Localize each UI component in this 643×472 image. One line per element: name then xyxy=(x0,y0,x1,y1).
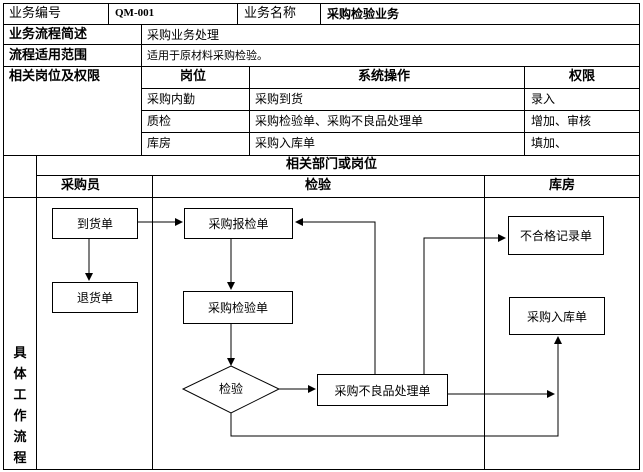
grid-line xyxy=(249,66,250,156)
col-header-position: 岗位 xyxy=(180,69,207,84)
grid-line xyxy=(3,66,640,67)
arrow-defect-to-record xyxy=(423,234,506,374)
lane-inspection: 检验 xyxy=(305,178,332,193)
business-code-label: 业务编号 xyxy=(9,6,62,21)
grid-line xyxy=(141,88,640,89)
role-position: 库房 xyxy=(147,136,172,150)
role-permission: 增加、审核 xyxy=(531,114,592,128)
process-summary-label: 业务流程简述 xyxy=(9,27,88,42)
node-warehouse-receipt: 采购入库单 xyxy=(509,297,605,335)
grid-line xyxy=(141,110,640,111)
arrow-defect-to-request xyxy=(295,218,376,374)
role-operation: 采购到货 xyxy=(255,92,304,106)
scope-value: 适用于原材料采购检验。 xyxy=(147,49,268,62)
grid-line xyxy=(484,175,485,470)
node-arrival: 到货单 xyxy=(52,208,138,239)
arrow-decision-to-receipt xyxy=(230,336,562,437)
work-flow-side-label: 具 体 工 作 流 程 xyxy=(13,346,27,466)
lane-warehouse: 库房 xyxy=(549,178,576,193)
role-position: 采购内勤 xyxy=(147,92,196,106)
grid-line xyxy=(3,3,640,4)
role-permission: 填加、 xyxy=(531,136,568,150)
node-decision-label: 检验 xyxy=(219,382,244,396)
grid-line xyxy=(3,155,640,156)
node-inspection-form: 采购检验单 xyxy=(183,291,293,324)
business-name-value: 采购检验业务 xyxy=(327,7,400,21)
grid-line xyxy=(36,175,640,176)
col-header-operation: 系统操作 xyxy=(358,69,411,84)
role-position: 质检 xyxy=(147,114,172,128)
role-operation: 采购入库单 xyxy=(255,136,316,150)
grid-line xyxy=(152,175,153,470)
grid-line xyxy=(524,66,525,156)
lane-purchaser: 采购员 xyxy=(61,178,101,193)
grid-line xyxy=(639,3,640,470)
node-inspection-request: 采购报检单 xyxy=(184,208,293,239)
node-defect-handling: 采购不良品处理单 xyxy=(317,374,448,406)
grid-line xyxy=(141,24,142,156)
grid-line xyxy=(3,197,640,198)
grid-line xyxy=(3,44,640,45)
grid-line xyxy=(320,3,321,25)
grid-line xyxy=(3,469,640,470)
business-name-label: 业务名称 xyxy=(244,6,297,21)
grid-line xyxy=(237,3,238,25)
node-nonconforming-record: 不合格记录单 xyxy=(508,216,604,255)
role-operation: 采购检验单、采购不良品处理单 xyxy=(255,114,424,128)
grid-line xyxy=(3,3,4,470)
node-return: 退货单 xyxy=(52,282,138,313)
grid-line xyxy=(36,155,37,470)
business-code-value: QM-001 xyxy=(115,7,155,19)
roles-label: 相关岗位及权限 xyxy=(9,69,101,84)
col-header-permission: 权限 xyxy=(569,69,596,84)
grid-line xyxy=(141,132,640,133)
process-summary-value: 采购业务处理 xyxy=(147,28,220,42)
departments-title: 相关部门或岗位 xyxy=(286,157,378,172)
scope-label: 流程适用范围 xyxy=(9,48,88,63)
grid-line xyxy=(3,24,640,25)
grid-line xyxy=(108,3,109,25)
role-permission: 录入 xyxy=(531,92,556,106)
